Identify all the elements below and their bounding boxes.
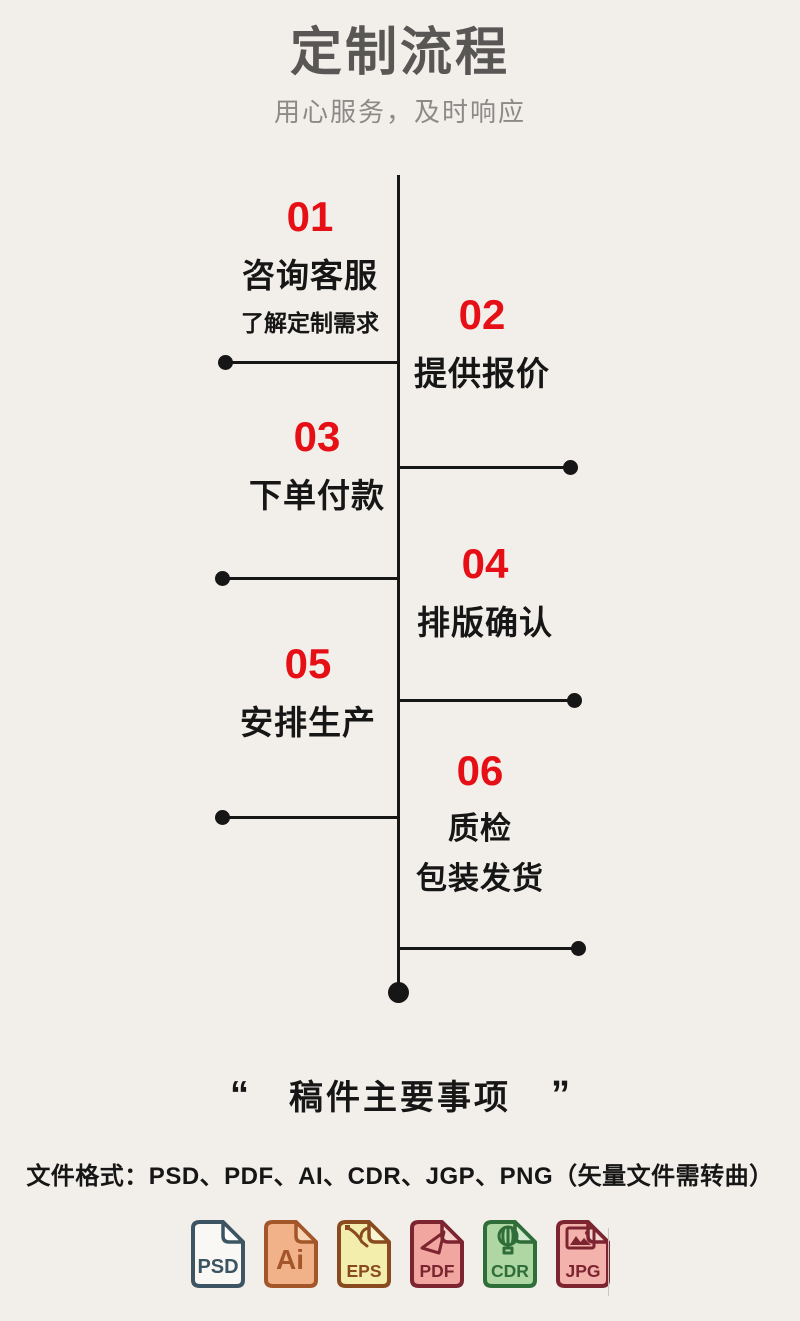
step-title: 提供报价 (414, 355, 550, 392)
step-number: 02 (458, 291, 506, 338)
notes-title: 稿件主要事项 (289, 1079, 511, 1117)
header: 定制流程 用心服务，及时响应 (0, 26, 800, 129)
photo-icon (565, 1226, 595, 1250)
timeline-branch-4 (399, 699, 575, 702)
step-subtitle: 了解定制需求 (241, 310, 379, 336)
psd-label: PSD (197, 1256, 238, 1278)
step-number: 04 (461, 540, 509, 587)
timeline-dot-4 (567, 693, 582, 708)
timeline-branch-1 (226, 361, 399, 364)
ai-label: Ai (276, 1244, 304, 1275)
timeline-dot-6 (571, 941, 586, 956)
photo-sun-icon (584, 1231, 589, 1235)
step-title: 安排生产 (240, 704, 376, 741)
timeline-branch-3 (223, 577, 399, 580)
jpg-label: JPG (565, 1261, 600, 1281)
page-subtitle: 用心服务，及时响应 (273, 96, 526, 127)
step-number: 01 (286, 193, 334, 240)
page-title: 定制流程 (289, 24, 510, 82)
triangle-icon (420, 1230, 445, 1255)
step-title-line2: 包装发货 (416, 861, 544, 896)
ai-file-icon: Ai (263, 1218, 319, 1290)
process-step-4: 04 排版确认 (375, 543, 595, 644)
step-title: 下单付款 (249, 477, 385, 514)
process-step-1: 01 咨询客服 了解定制需求 (200, 196, 420, 338)
photo-mountains-icon (569, 1236, 591, 1245)
timeline-dot-3 (215, 571, 230, 586)
notes-heading: “ 稿件主要事项 ” (0, 1076, 800, 1118)
jpg-file-icon: JPG (555, 1218, 611, 1290)
timeline-end-dot (388, 982, 409, 1003)
eps-label: EPS (346, 1261, 381, 1281)
step-number: 05 (284, 640, 332, 687)
pdf-file-icon: PDF (409, 1218, 465, 1290)
step-number: 03 (293, 413, 341, 460)
timeline-branch-2 (399, 466, 571, 469)
cdr-label: CDR (491, 1261, 529, 1281)
process-step-5: 05 安排生产 (198, 643, 418, 744)
process-step-3: 03 下单付款 (207, 416, 427, 517)
timeline-branch-6 (399, 947, 579, 950)
timeline-dot-1 (218, 355, 233, 370)
pen-tool-icon (360, 1240, 368, 1248)
process-step-6: 06 质检 包装发货 (370, 750, 590, 898)
balloon-basket-icon (502, 1246, 513, 1255)
psd-file-icon: PSD (190, 1218, 246, 1290)
close-quote: ” (551, 1074, 570, 1116)
process-step-2: 02 提供报价 (372, 294, 592, 395)
step-title: 咨询客服 (242, 257, 378, 294)
file-icons-row: PSD Ai EPS (0, 1218, 800, 1290)
file-formats-text: 文件格式：PSD、PDF、AI、CDR、JGP、PNG（矢量文件需转曲） (26, 1163, 774, 1190)
timeline-dot-5 (215, 810, 230, 825)
cdr-file-icon: CDR (482, 1218, 538, 1290)
timeline-dot-2 (563, 460, 578, 475)
step-title: 排版确认 (417, 604, 553, 641)
pen-tool-icon (359, 1226, 370, 1239)
timeline-vertical-line (397, 175, 400, 993)
pdf-label: PDF (419, 1261, 454, 1281)
eps-file-icon: EPS (336, 1218, 392, 1290)
step-number: 06 (456, 747, 504, 794)
timeline-branch-5 (223, 816, 399, 819)
step-title: 质检 (448, 811, 512, 846)
balloon-icon (500, 1225, 515, 1247)
pen-node-icon (344, 1225, 350, 1230)
divider-line (608, 1228, 609, 1296)
open-quote: “ (230, 1074, 249, 1116)
